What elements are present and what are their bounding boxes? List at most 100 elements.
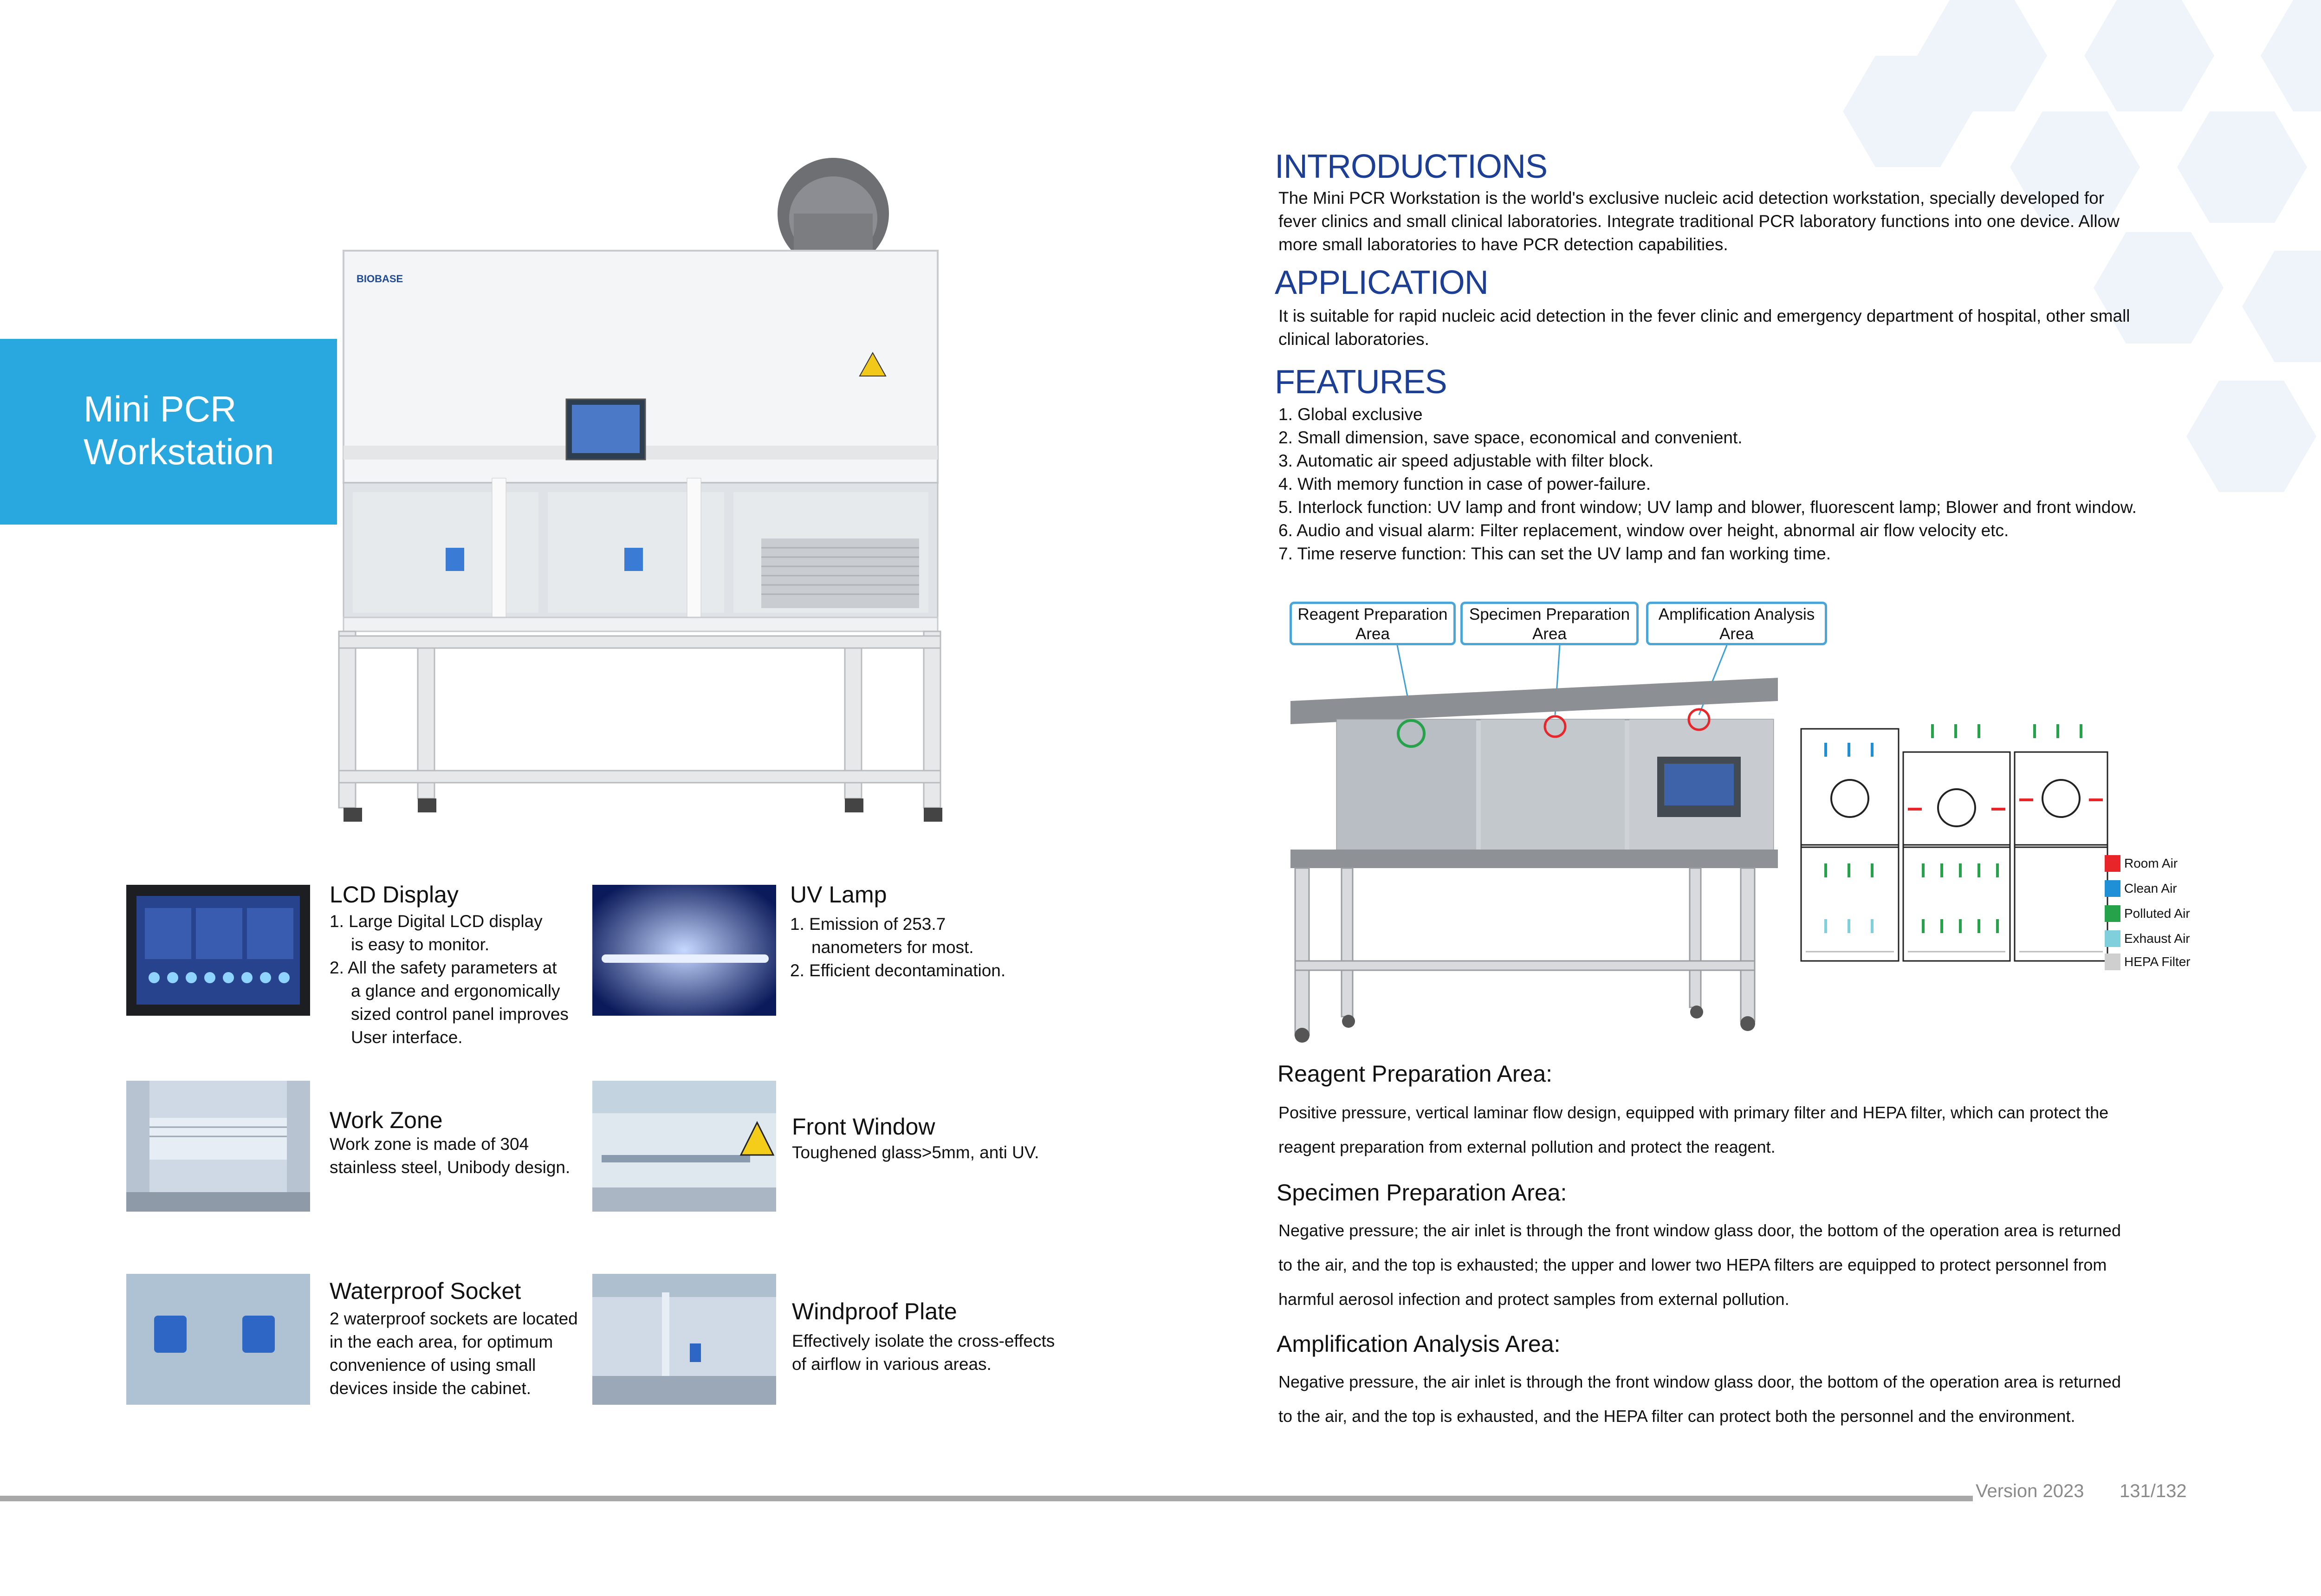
features-list-item: 1. Global exclusive: [1278, 405, 1423, 424]
feature-line: of airflow in various areas.: [792, 1355, 992, 1374]
features-heading: FEATURES: [1275, 363, 1447, 401]
paragraph-line: Negative pressure, the air inlet is thro…: [1278, 1372, 2121, 1391]
feature-title-windproof-plate: Windproof Plate: [792, 1298, 957, 1324]
features-list-item: 6. Audio and visual alarm: Filter replac…: [1278, 521, 2009, 540]
legend-item-clean-air: Clean Air: [2105, 880, 2177, 897]
reagent-area-heading: Reagent Preparation Area:: [1277, 1061, 1553, 1087]
introductions-text: The Mini PCR Workstation is the world's …: [1278, 187, 2120, 256]
footer-divider: [0, 1496, 1973, 1501]
feature-line: Work zone is made of 304: [330, 1135, 529, 1154]
feature-title-work-zone: Work Zone: [330, 1107, 443, 1133]
amplification-area-text: Negative pressure, the air inlet is thro…: [1278, 1365, 2121, 1434]
paragraph-line: clinical laboratories.: [1278, 330, 1429, 349]
feature-line: Toughened glass>5mm, anti UV.: [792, 1143, 1039, 1162]
legend-label: Polluted Air: [2124, 906, 2190, 921]
diagram-label-specimen: Specimen Preparation Area: [1460, 602, 1639, 645]
specimen-area-text: Negative pressure; the air inlet is thro…: [1278, 1213, 2121, 1317]
diagram-label-line: Area: [1532, 625, 1567, 643]
paragraph-line: harmful aerosol infection and protect sa…: [1278, 1290, 1789, 1309]
brand-logo: BIOBASE: [357, 273, 403, 285]
paragraph-line: to the air, and the top is exhausted, an…: [1278, 1407, 2075, 1426]
feature-line: devices inside the cabinet.: [330, 1379, 531, 1398]
feature-line: a glance and ergonomically: [351, 981, 560, 1000]
legend-swatch: [2105, 880, 2120, 897]
legend-item-polluted-air: Polluted Air: [2105, 905, 2190, 922]
diagram-label-line: Reagent Preparation: [1297, 605, 1448, 623]
features-list-item: 7. Time reserve function: This can set t…: [1278, 544, 1831, 563]
feature-line: stainless steel, Unibody design.: [330, 1158, 571, 1177]
paragraph-line: more small laboratories to have PCR dete…: [1278, 235, 1728, 254]
product-title-banner: Mini PCR Workstation: [0, 339, 337, 525]
lcd-display-image: [126, 885, 310, 1016]
diagram-label-reagent: Reagent Preparation Area: [1290, 602, 1456, 645]
feature-text-waterproof-socket: 2 waterproof sockets are located in the …: [330, 1307, 578, 1400]
diagram-label-line: Amplification Analysis: [1658, 605, 1815, 623]
feature-line: 1. Emission of 253.7: [790, 915, 946, 934]
footer-page-number: 131/132: [2120, 1481, 2187, 1501]
feature-title-uv-lamp: UV Lamp: [790, 882, 887, 908]
paragraph-line: The Mini PCR Workstation is the world's …: [1278, 188, 2105, 208]
legend-swatch: [2105, 930, 2120, 947]
features-list-item: 2. Small dimension, save space, economic…: [1278, 428, 1743, 447]
legend-label: HEPA Filter: [2124, 954, 2191, 969]
paragraph-line: It is suitable for rapid nucleic acid de…: [1278, 306, 2130, 325]
paragraph-line: reagent preparation from external pollut…: [1278, 1137, 1776, 1156]
airflow-schematic: [1800, 724, 2108, 962]
feature-line: User interface.: [351, 1028, 463, 1047]
product-title-line1: Mini PCR: [84, 389, 237, 429]
waterproof-socket-image: [126, 1274, 310, 1405]
feature-line: nanometers for most.: [811, 938, 974, 957]
hexagon-background: [1843, 0, 2321, 492]
legend-item-exhaust-air: Exhaust Air: [2105, 930, 2190, 947]
diagram-label-line: Area: [1355, 625, 1390, 643]
diagram-label-line: Area: [1719, 625, 1754, 643]
paragraph-line: to the air, and the top is exhausted; th…: [1278, 1255, 2107, 1274]
legend-label: Room Air: [2124, 856, 2178, 870]
footer-version: Version 2023: [1976, 1481, 2084, 1501]
application-heading: APPLICATION: [1275, 264, 1489, 301]
feature-line: sized control panel improves: [351, 1005, 569, 1024]
introductions-heading: INTRODUCTIONS: [1275, 148, 1548, 185]
feature-line: 2. Efficient decontamination.: [790, 961, 1006, 980]
product-image: BIOBASE: [338, 158, 942, 822]
feature-line: 2. All the safety parameters at: [330, 958, 557, 977]
legend-label: Clean Air: [2124, 881, 2177, 895]
feature-line: in the each area, for optimum: [330, 1332, 553, 1351]
feature-text-windproof-plate: Effectively isolate the cross-effects of…: [792, 1330, 1055, 1376]
amplification-area-heading: Amplification Analysis Area:: [1277, 1331, 1561, 1357]
feature-line: Effectively isolate the cross-effects: [792, 1331, 1055, 1350]
legend-label: Exhaust Air: [2124, 931, 2190, 946]
legend-item-hepa-filter: HEPA Filter: [2105, 954, 2191, 970]
feature-title-waterproof-socket: Waterproof Socket: [330, 1278, 521, 1304]
feature-line: is easy to monitor.: [351, 935, 490, 954]
uv-lamp-image: [592, 885, 776, 1016]
feature-line: 1. Large Digital LCD display: [330, 912, 543, 931]
work-zone-image: [126, 1081, 310, 1212]
diagram-label-amplification: Amplification Analysis Area: [1646, 602, 1827, 645]
feature-line: 2 waterproof sockets are located: [330, 1309, 578, 1328]
feature-text-front-window: Toughened glass>5mm, anti UV.: [792, 1141, 1039, 1164]
product-title-line2: Workstation: [84, 431, 274, 472]
feature-title-front-window: Front Window: [792, 1114, 935, 1140]
feature-line: convenience of using small: [330, 1356, 536, 1375]
paragraph-line: Positive pressure, vertical laminar flow…: [1278, 1103, 2109, 1122]
paragraph-line: fever clinics and small clinical laborat…: [1278, 212, 2120, 231]
features-list-item: 3. Automatic air speed adjustable with f…: [1278, 451, 1654, 470]
specimen-area-heading: Specimen Preparation Area:: [1277, 1180, 1567, 1206]
diagram-label-line: Specimen Preparation: [1469, 605, 1630, 623]
feature-text-lcd-display: 1. Large Digital LCD display is easy to …: [330, 910, 569, 1049]
front-window-image: [592, 1081, 776, 1212]
paragraph-line: Negative pressure; the air inlet is thro…: [1278, 1221, 2121, 1240]
feature-text-work-zone: Work zone is made of 304 stainless steel…: [330, 1133, 570, 1179]
feature-title-lcd-display: LCD Display: [330, 882, 459, 908]
legend-swatch: [2105, 855, 2120, 872]
feature-text-uv-lamp: 1. Emission of 253.7 nanometers for most…: [790, 913, 1005, 982]
application-text: It is suitable for rapid nucleic acid de…: [1278, 305, 2130, 351]
features-list-item: 5. Interlock function: UV lamp and front…: [1278, 498, 2137, 517]
reagent-area-text: Positive pressure, vertical laminar flow…: [1278, 1096, 2108, 1164]
legend-item-room-air: Room Air: [2105, 855, 2178, 872]
features-list: 1. Global exclusive 2. Small dimension, …: [1278, 403, 2137, 565]
workstation-illustration: [1290, 645, 1778, 1043]
legend-swatch: [2105, 905, 2120, 922]
features-list-item: 4. With memory function in case of power…: [1278, 474, 1651, 493]
